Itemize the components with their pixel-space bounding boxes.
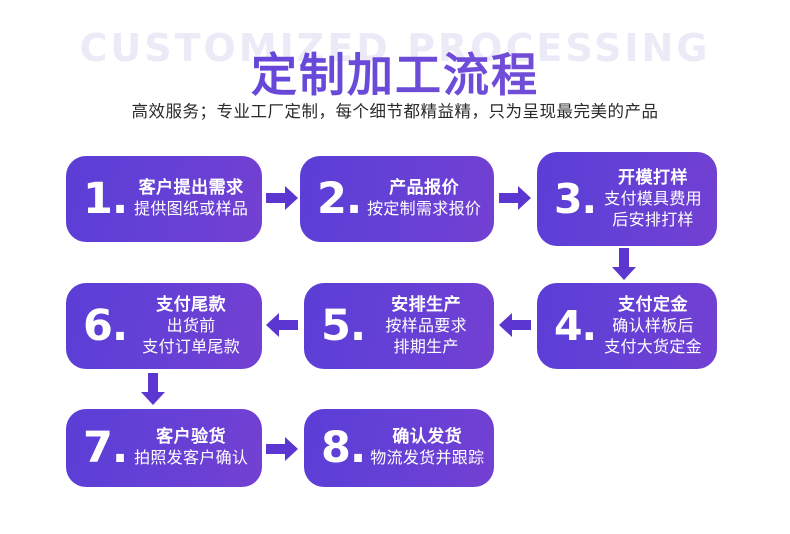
watermark-text: CUSTOMIZED PROCESSING [0, 26, 790, 70]
page-subtitle: 高效服务；专业工厂定制，每个细节都精益精，只为呈现最完美的产品 [131, 102, 659, 121]
step-box-7: 7. 客户验货 拍照发客户确认 [66, 409, 262, 487]
step-desc-6-line-2: 支付订单尾款 [142, 336, 241, 356]
step-desc-5-line-1: 按样品要求 [385, 315, 467, 335]
arrow-left-icon-step5-to-step6 [266, 312, 298, 338]
step-box-3: 3. 开模打样 支付模具费用 后安排打样 [537, 152, 717, 246]
arrow-left-icon-step4-to-step5 [499, 312, 531, 338]
step-desc-8-line-1: 物流发货并跟踪 [370, 448, 485, 468]
step-number-3: 3. [554, 174, 597, 223]
step-box-2: 2. 产品报价 按定制需求报价 [300, 156, 494, 242]
step-number-6: 6. [83, 300, 128, 351]
step-number-2: 2. [317, 173, 362, 224]
step-text-5: 安排生产 按样品要求 排期生产 [370, 295, 494, 358]
step-title-6: 支付尾款 [156, 294, 227, 315]
step-title-1: 客户提出需求 [138, 177, 244, 198]
arrow-down-icon-step3-to-step4 [611, 248, 637, 280]
step-number-5: 5. [321, 300, 366, 351]
step-desc-2-line-1: 按定制需求报价 [367, 199, 482, 219]
step-text-7: 客户验货 拍照发客户确认 [132, 427, 262, 469]
step-text-1: 客户提出需求 提供图纸或样品 [132, 178, 262, 220]
step-text-6: 支付尾款 出货前 支付订单尾款 [132, 295, 262, 358]
step-title-7: 客户验货 [156, 426, 227, 447]
arrow-right-icon-step1-to-step2 [266, 185, 298, 211]
step-text-3: 开模打样 支付模具费用 后安排打样 [601, 168, 717, 231]
step-number-7: 7. [83, 422, 128, 473]
step-number-4: 4. [554, 301, 597, 350]
step-desc-1-line-1: 提供图纸或样品 [134, 199, 249, 219]
step-desc-5-line-2: 排期生产 [393, 336, 459, 356]
step-text-2: 产品报价 按定制需求报价 [366, 178, 494, 220]
step-title-3: 开模打样 [618, 167, 689, 188]
step-desc-7-line-1: 拍照发客户确认 [134, 448, 249, 468]
step-desc-3-line-2: 后安排打样 [612, 209, 694, 229]
arrow-right-icon-step2-to-step3 [499, 185, 531, 211]
header: CUSTOMIZED PROCESSING 定制加工流程 高效服务；专业工厂定制… [0, 0, 790, 140]
step-box-6: 6. 支付尾款 出货前 支付订单尾款 [66, 283, 262, 369]
step-desc-4-line-2: 支付大货定金 [604, 336, 702, 356]
step-box-5: 5. 安排生产 按样品要求 排期生产 [304, 283, 494, 369]
step-desc-3-line-1: 支付模具费用 [604, 188, 702, 208]
page-title: 定制加工流程 [0, 39, 790, 105]
step-box-1: 1. 客户提出需求 提供图纸或样品 [66, 156, 262, 242]
step-title-8: 确认发货 [392, 426, 463, 447]
step-text-4: 支付定金 确认样板后 支付大货定金 [601, 295, 717, 358]
step-title-4: 支付定金 [618, 294, 689, 315]
step-title-2: 产品报价 [389, 177, 460, 198]
step-box-4: 4. 支付定金 确认样板后 支付大货定金 [537, 283, 717, 369]
step-title-5: 安排生产 [391, 294, 462, 315]
step-box-8: 8. 确认发货 物流发货并跟踪 [304, 409, 494, 487]
arrow-down-icon-step6-to-step7 [140, 373, 166, 405]
step-number-1: 1. [83, 173, 128, 224]
step-number-8: 8. [321, 422, 366, 473]
step-desc-4-line-1: 确认样板后 [612, 315, 694, 335]
arrow-right-icon-step7-to-step8 [266, 436, 298, 462]
step-text-8: 确认发货 物流发货并跟踪 [370, 427, 494, 469]
step-desc-6-line-1: 出货前 [166, 315, 216, 335]
